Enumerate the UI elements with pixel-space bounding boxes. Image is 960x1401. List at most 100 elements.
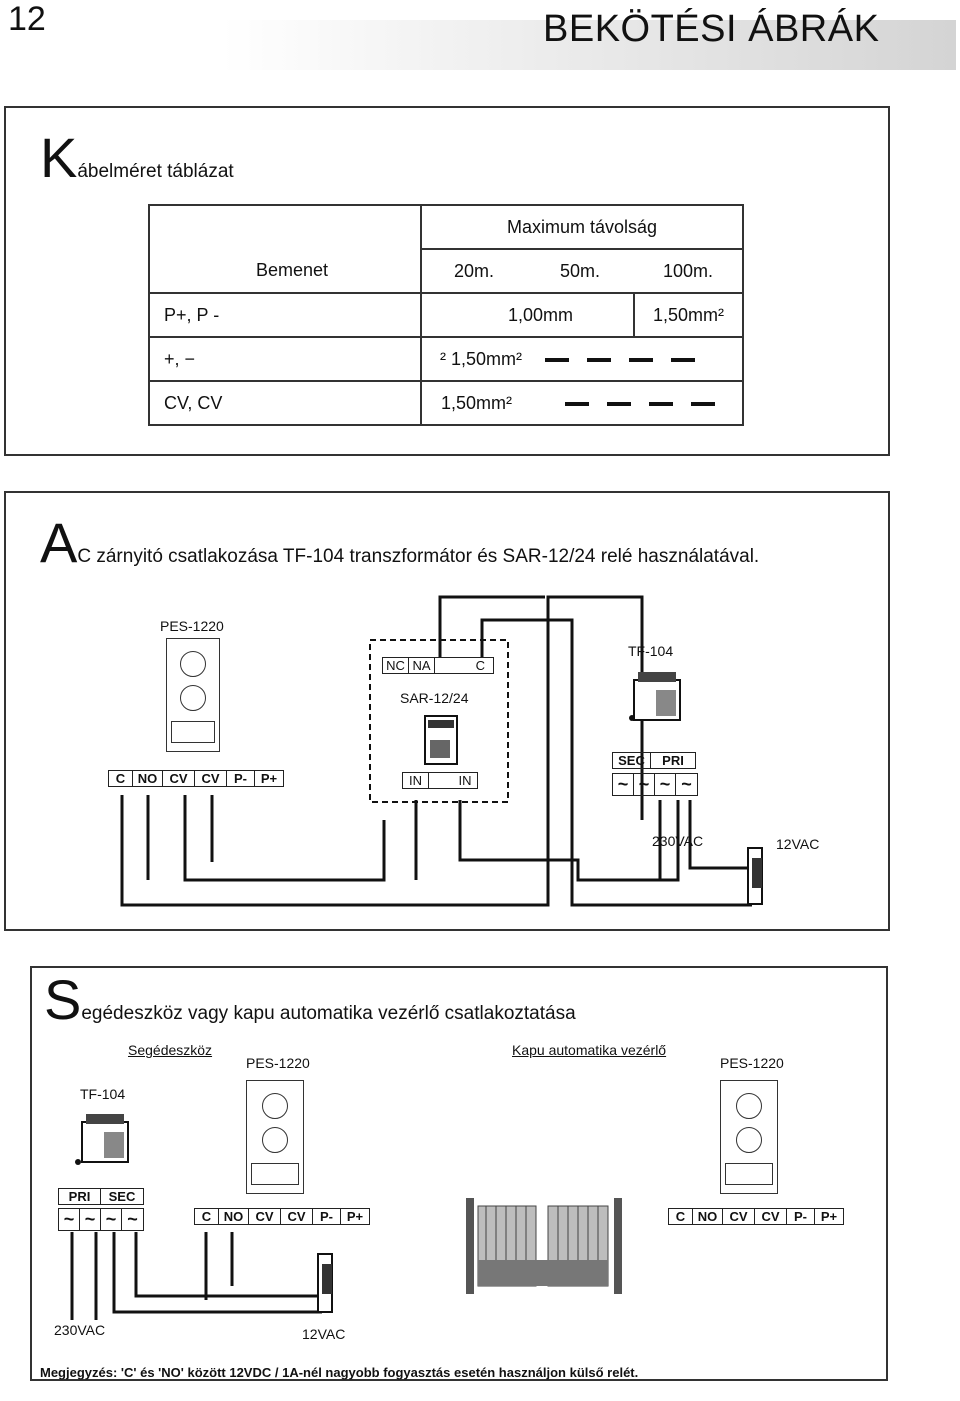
table-row: P+, P - 1,00mm 1,50mm² — [148, 292, 744, 338]
pes-label: PES-1220 — [160, 618, 224, 634]
table-blank-cell — [148, 204, 422, 249]
cable-table: Maximum távolság Bemenet 20m. 50m. 100m.… — [148, 204, 744, 426]
tf-label: TF-104 — [628, 643, 674, 659]
voltage-230-label: 230VAC — [652, 833, 704, 849]
tf-pri-label: PRI — [59, 1189, 101, 1204]
dash-placeholder — [526, 336, 744, 382]
terminal-cv: CV — [723, 1209, 755, 1224]
table-row: +, − ² 1,50mm² — [148, 336, 744, 382]
panel-button-icon — [736, 1127, 762, 1153]
pes-1220-panel — [166, 638, 220, 752]
pes-1220-panel-aux-1 — [246, 1080, 304, 1194]
panel-button-icon — [262, 1127, 288, 1153]
heading-initial: S — [44, 968, 82, 1031]
terminal-in: IN — [458, 773, 472, 788]
terminal-p-plus: P+ — [260, 771, 278, 786]
heading-text: egédeszköz vagy kapu automatika vezérlő … — [81, 1003, 576, 1024]
terminal-nc: NC — [383, 658, 409, 673]
row-mid: ² 1,50mm² — [420, 336, 526, 382]
cable-section-heading: Kábelméret táblázat — [40, 130, 234, 186]
voltage-12-label: 12VAC — [776, 836, 820, 852]
tf-sec-label: SEC — [613, 753, 651, 768]
voltage-12-label-aux: 12VAC — [302, 1326, 346, 1342]
panel-button-icon — [262, 1093, 288, 1119]
tf-terminal: ~ — [681, 774, 692, 794]
wire-relay-top — [438, 595, 545, 657]
terminal-cv: CV — [281, 1209, 313, 1224]
terminal-no: NO — [693, 1209, 723, 1224]
ac-lock-section: AC zárnyitó csatlakozása TF-104 transzfo… — [4, 491, 890, 931]
panel-label-strip — [171, 721, 215, 743]
transformer-icon-aux — [75, 1114, 129, 1165]
pes-1220-panel-aux-2 — [720, 1080, 778, 1194]
ac-section-heading: AC zárnyitó csatlakozása TF-104 transzfo… — [40, 515, 759, 571]
pes-label-2: PES-1220 — [720, 1055, 784, 1071]
door-lock-icon-aux — [317, 1253, 333, 1313]
relay-device-icon — [424, 715, 458, 765]
distance-100: 100m. — [634, 248, 744, 294]
aux-subtitle-right: Kapu automatika vezérlő — [512, 1042, 667, 1058]
terminal-cv: CV — [249, 1209, 281, 1224]
relay-bottom-terminals: IN IN — [402, 772, 478, 789]
panel-label-strip — [725, 1163, 773, 1185]
row-input: +, − — [148, 336, 422, 382]
panel-button-icon — [180, 685, 206, 711]
terminal-c: C — [195, 1209, 219, 1224]
panel-button-icon — [180, 651, 206, 677]
wire-pri — [688, 800, 752, 870]
tf-sec-label: SEC — [108, 1189, 136, 1204]
wire-tf-3 — [112, 1232, 322, 1314]
wire-cv — [183, 795, 386, 882]
heading-initial: K — [40, 126, 78, 189]
table-row: CV, CV 1,50mm² — [148, 380, 744, 426]
terminal-cv: CV — [163, 771, 195, 786]
panel-button-icon — [736, 1093, 762, 1119]
terminal-p-minus: P- — [227, 771, 255, 786]
tf-terminal: ~ — [634, 774, 655, 795]
max-distance-header: Maximum távolság — [420, 204, 744, 250]
pes-label-1: PES-1220 — [246, 1055, 310, 1071]
wire-c — [120, 595, 644, 907]
page-number: 12 — [8, 0, 46, 38]
terminal-in: IN — [403, 773, 429, 788]
heading-initial: A — [40, 511, 78, 574]
panel-label-strip — [251, 1163, 299, 1185]
row-input: P+, P - — [148, 292, 422, 338]
distance-50: 50m. — [526, 248, 634, 294]
terminal-na: NA — [409, 658, 435, 673]
terminal-cv: CV — [755, 1209, 787, 1224]
voltage-230-label-aux: 230VAC — [54, 1322, 106, 1338]
row-right: 1,50mm² — [633, 292, 744, 338]
tf-terminal: ~ — [80, 1209, 101, 1230]
gate-icon — [466, 1198, 622, 1294]
tf-terminal-block: ~~~~ — [612, 773, 698, 796]
tf-terminal: ~ — [127, 1209, 138, 1229]
tf-pri-sec-labels-aux: PRI SEC — [58, 1188, 144, 1205]
terminal-no: NO — [133, 771, 163, 786]
row-input: CV, CV — [148, 380, 422, 426]
terminal-p-minus: P- — [313, 1209, 341, 1224]
aux-subtitle-left: Segédeszköz — [128, 1042, 213, 1058]
page-title: BEKÖTÉSI ÁBRÁK — [543, 8, 880, 50]
relay-label: SAR-12/24 — [400, 690, 469, 706]
row-mid: 1,00mm — [420, 292, 635, 338]
terminal-p-plus: P+ — [346, 1209, 364, 1224]
wire-in2 — [458, 800, 680, 882]
terminal-c: C — [475, 658, 485, 673]
terminal-c: C — [109, 771, 133, 786]
aux-section-heading: Segédeszköz vagy kapu automatika vezérlő… — [44, 972, 576, 1028]
tf-terminal: ~ — [101, 1209, 122, 1230]
input-header: Bemenet — [148, 249, 422, 294]
tf-label-aux: TF-104 — [80, 1086, 126, 1102]
tf-terminal: ~ — [655, 774, 676, 795]
heading-text: C zárnyitó csatlakozása TF-104 transzfor… — [77, 546, 760, 567]
terminal-c: C — [669, 1209, 693, 1224]
header-bar — [222, 20, 956, 70]
